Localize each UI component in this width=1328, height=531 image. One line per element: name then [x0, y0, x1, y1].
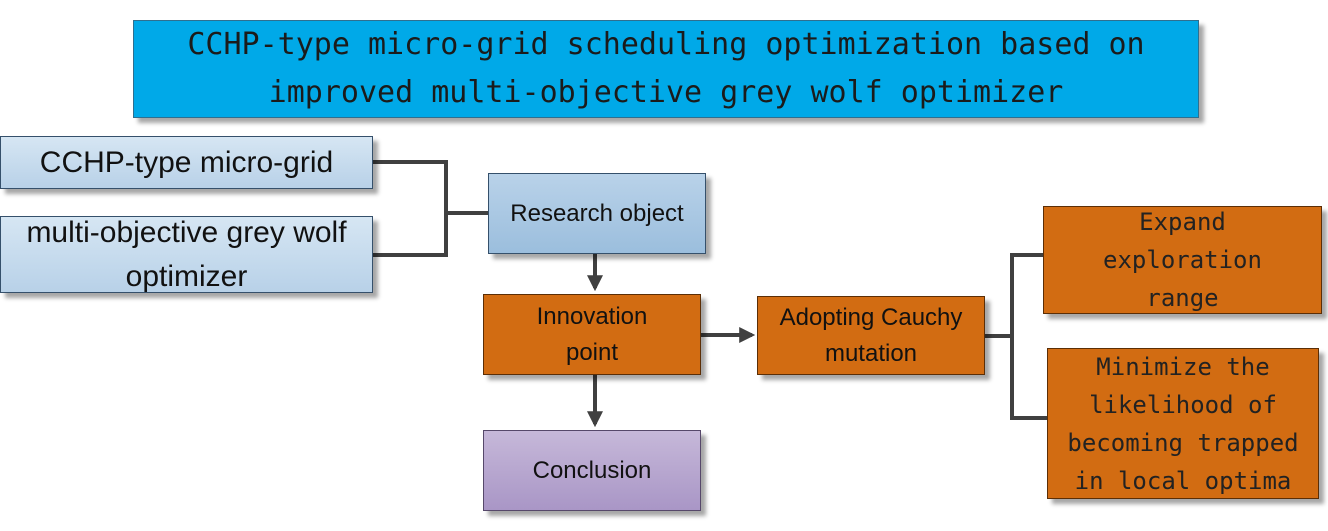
node-research-object: Research object: [488, 173, 706, 254]
node-innovation-point: Innovation point: [483, 294, 701, 375]
diagram-title: CCHP-type micro-grid scheduling optimiza…: [133, 20, 1199, 118]
node-grey-wolf-optimizer: multi-objective grey wolf optimizer: [0, 216, 373, 293]
node-conclusion: Conclusion: [483, 430, 701, 511]
bracket-left: [373, 160, 448, 257]
node-expand-exploration: Expand exploration range: [1043, 206, 1322, 314]
node-minimize-local-optima: Minimize the likelihood of becoming trap…: [1047, 348, 1319, 499]
node-cauchy-mutation: Adopting Cauchy mutation: [757, 296, 985, 375]
bracket-right: [985, 253, 1047, 420]
node-cchp-microgrid: CCHP-type micro-grid: [0, 136, 373, 189]
